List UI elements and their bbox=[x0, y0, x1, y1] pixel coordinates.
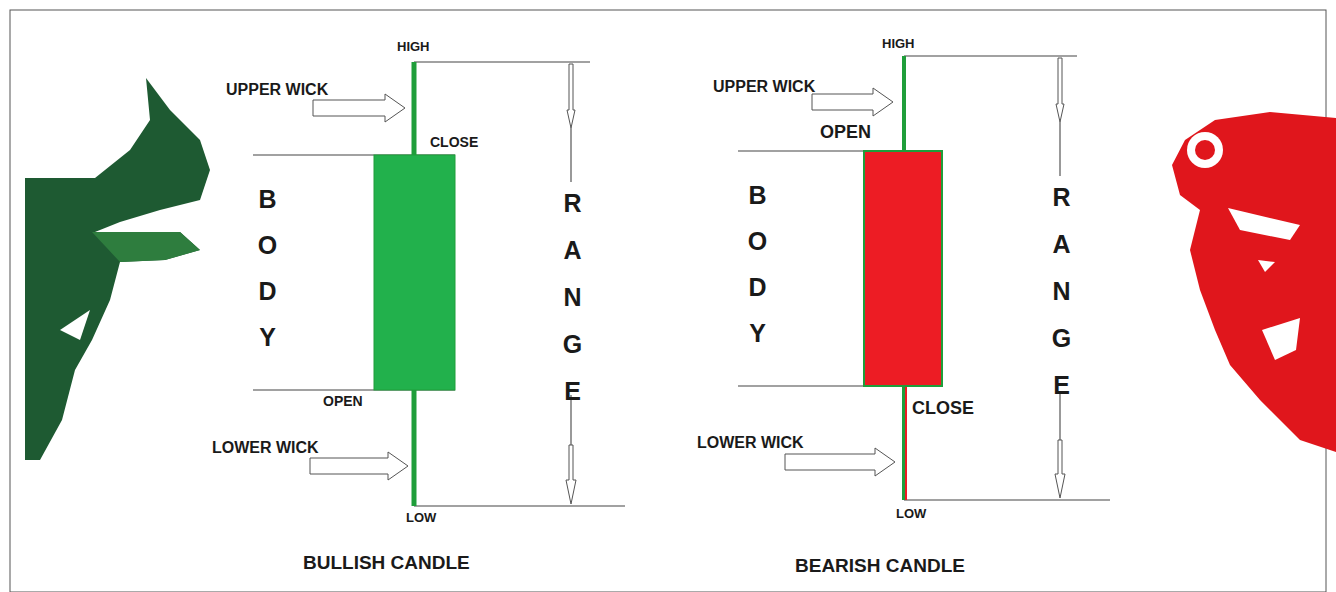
low-label: LOW bbox=[406, 511, 436, 525]
body-label: BODY bbox=[255, 176, 280, 360]
frame bbox=[10, 10, 1326, 592]
high-label: HIGH bbox=[397, 40, 430, 54]
high-label: HIGH bbox=[882, 37, 915, 51]
close-label: CLOSE bbox=[430, 135, 478, 150]
wick-label: LOWER WICK bbox=[212, 439, 319, 457]
range-label: RANGE bbox=[1049, 174, 1074, 409]
open-label: OPEN bbox=[820, 123, 871, 143]
range-label: RANGE bbox=[560, 180, 585, 415]
low-label: LOW bbox=[896, 507, 926, 521]
close-label: CLOSE bbox=[912, 399, 974, 419]
bear-icon bbox=[1172, 112, 1336, 452]
bull-icon bbox=[25, 78, 210, 460]
bearish-candle bbox=[738, 56, 1110, 500]
candle-title: BEARISH CANDLE bbox=[795, 556, 965, 577]
candle-title: BULLISH CANDLE bbox=[303, 553, 470, 574]
wick-label: LOWER WICK bbox=[697, 434, 804, 452]
body-label: BODY bbox=[745, 172, 770, 356]
wick-label: UPPER WICK bbox=[226, 81, 328, 99]
open-label: OPEN bbox=[323, 394, 363, 409]
wick-label: UPPER WICK bbox=[713, 78, 815, 96]
